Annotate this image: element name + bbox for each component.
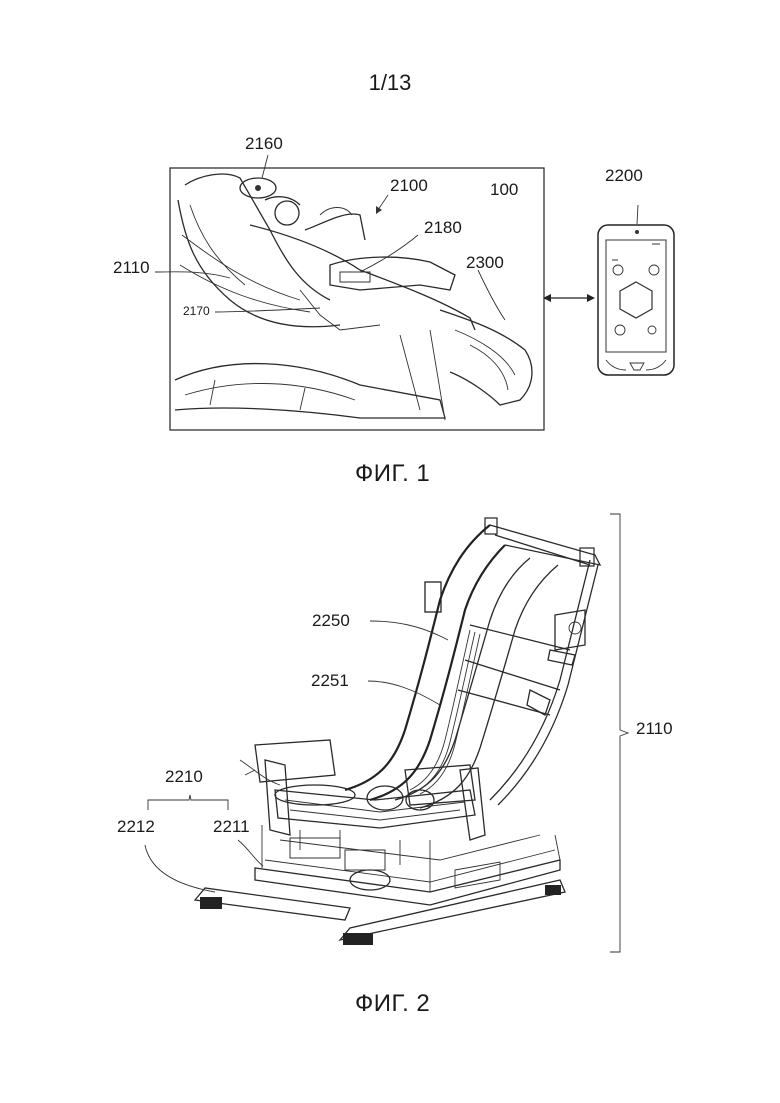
- label-2110-fig2: 2110: [636, 719, 673, 739]
- label-2210: 2210: [165, 767, 203, 787]
- figure-2-caption: ФИГ. 2: [355, 990, 430, 1018]
- label-2211: 2211: [213, 817, 250, 837]
- top-rail: [490, 525, 600, 565]
- base-skid-front: [340, 880, 565, 940]
- guide-rail-left: [345, 525, 490, 790]
- bracket-2110: [610, 514, 628, 952]
- brace-2210: [148, 795, 228, 810]
- foot-right: [545, 885, 561, 895]
- foot-left: [200, 897, 222, 909]
- guide-rail-right: [395, 558, 530, 800]
- label-2250: 2250: [312, 611, 350, 631]
- label-2212: 2212: [117, 817, 155, 837]
- seat-pan: [275, 790, 475, 828]
- label-2251: 2251: [311, 671, 349, 691]
- lower-frame: [255, 860, 560, 905]
- right-frame: [490, 560, 590, 800]
- foot-front: [343, 933, 373, 945]
